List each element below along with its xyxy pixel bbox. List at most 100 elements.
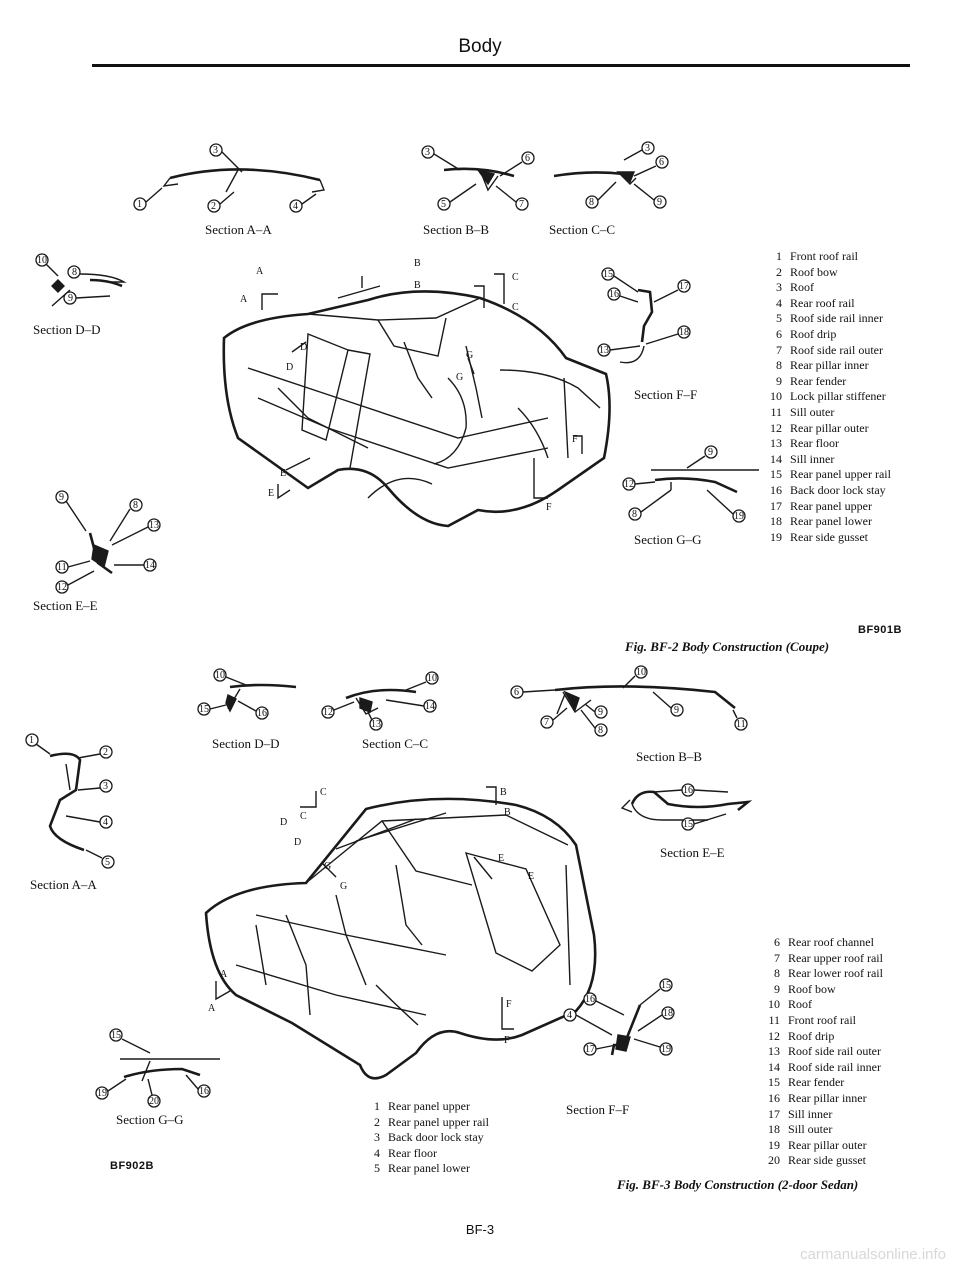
legend-item-number: 10 xyxy=(770,389,782,404)
svg-text:19: 19 xyxy=(734,511,744,522)
legend-item: 18 Sill outer xyxy=(758,1122,883,1138)
svg-text:G: G xyxy=(324,861,331,872)
svg-text:D: D xyxy=(286,362,293,373)
svg-text:C: C xyxy=(512,272,519,283)
coupe-section-dd-sketch: 10 8 9 xyxy=(35,253,127,307)
svg-text:B: B xyxy=(414,280,421,291)
legend-item-number: 18 xyxy=(770,514,782,529)
legend-item-number: 9 xyxy=(776,373,782,388)
coupe-section-bb-label: Section B–B xyxy=(423,222,490,237)
svg-text:7: 7 xyxy=(519,199,524,210)
svg-text:12: 12 xyxy=(57,582,67,593)
legend-item-text: Sill inner xyxy=(788,1106,833,1121)
svg-text:B: B xyxy=(500,787,507,798)
legend-item-number: 17 xyxy=(768,1106,780,1121)
svg-text:F: F xyxy=(546,502,552,513)
svg-text:11: 11 xyxy=(57,562,67,573)
svg-text:16: 16 xyxy=(683,785,693,796)
sedan-section-bb-sketch: 10 6 7 9 8 9 11 xyxy=(510,665,748,737)
legend-item-text: Roof side rail outer xyxy=(790,342,883,357)
svg-text:14: 14 xyxy=(425,701,435,712)
sedan-section-cc-sketch: 10 12 14 13 xyxy=(321,671,439,731)
svg-text:C: C xyxy=(320,787,327,798)
legend-item-number: 8 xyxy=(774,966,780,981)
legend-item-text: Sill outer xyxy=(788,1122,833,1137)
legend-item-text: Roof bow xyxy=(790,264,838,279)
coupe-section-ff-sketch: 15 16 17 13 18 xyxy=(597,267,691,364)
legend-item-text: Rear pillar outer xyxy=(790,420,869,435)
legend-item-text: Roof side rail outer xyxy=(788,1044,881,1059)
svg-text:E: E xyxy=(528,871,534,882)
svg-text:E: E xyxy=(498,853,504,864)
sedan-figure-code: BF902B xyxy=(110,1160,154,1172)
legend-item-text: Roof xyxy=(790,280,814,295)
legend-item: 9 Rear fender xyxy=(760,374,891,390)
sedan-section-ff-label: Section F–F xyxy=(566,1102,630,1117)
sedan-section-ee-label: Section E–E xyxy=(660,845,725,860)
legend-item-number: 14 xyxy=(768,1059,780,1074)
legend-item-text: Sill inner xyxy=(790,451,835,466)
svg-text:8: 8 xyxy=(632,509,637,520)
legend-item-text: Sill outer xyxy=(790,404,835,419)
legend-item-number: 18 xyxy=(768,1122,780,1137)
legend-item-number: 5 xyxy=(776,311,782,326)
svg-text:20: 20 xyxy=(149,1096,159,1107)
legend-item-number: 7 xyxy=(776,342,782,357)
svg-text:3: 3 xyxy=(645,143,650,154)
legend-item-number: 16 xyxy=(768,1090,780,1105)
coupe-section-bb-sketch: 3 6 5 7 xyxy=(421,145,535,211)
svg-text:4: 4 xyxy=(103,817,108,828)
svg-text:15: 15 xyxy=(683,819,693,830)
coupe-figure-caption: Fig. BF-2 Body Construction (Coupe) xyxy=(625,639,830,654)
svg-text:16: 16 xyxy=(199,1086,209,1097)
legend-item-text: Roof side rail inner xyxy=(788,1059,881,1074)
sedan-section-dd-sketch: 10 15 16 xyxy=(197,668,297,720)
svg-text:1: 1 xyxy=(137,199,142,210)
sedan-figure-caption: Fig. BF-3 Body Construction (2-door Seda… xyxy=(617,1177,859,1192)
svg-text:A: A xyxy=(220,969,228,980)
svg-text:4: 4 xyxy=(567,1010,572,1021)
svg-text:B: B xyxy=(414,258,421,269)
svg-text:F: F xyxy=(572,434,578,445)
legend-item-text: Roof drip xyxy=(788,1028,835,1043)
svg-text:16: 16 xyxy=(609,289,619,300)
svg-text:F: F xyxy=(506,999,512,1010)
legend-item-number: 4 xyxy=(776,295,782,310)
legend-item-number: 9 xyxy=(774,981,780,996)
coupe-section-ee-label: Section E–E xyxy=(33,598,98,613)
svg-text:C: C xyxy=(512,302,519,313)
svg-text:G: G xyxy=(456,372,463,383)
sedan-section-ee-sketch: 16 15 xyxy=(620,783,753,831)
legend-item-text: Rear pillar outer xyxy=(788,1137,867,1152)
legend-item-text: Rear roof channel xyxy=(788,935,874,949)
legend-item-number: 3 xyxy=(374,1130,380,1145)
svg-text:1: 1 xyxy=(29,735,34,746)
legend-item-text: Rear panel upper rail xyxy=(790,467,891,482)
svg-text:19: 19 xyxy=(97,1088,107,1099)
coupe-section-cc-label: Section C–C xyxy=(549,222,616,237)
svg-text:16: 16 xyxy=(585,994,595,1005)
svg-text:19: 19 xyxy=(661,1044,671,1055)
legend-item-number: 17 xyxy=(770,498,782,513)
legend-item-number: 19 xyxy=(770,529,782,544)
legend-item-text: Roof xyxy=(788,997,812,1012)
legend-item-text: Rear fender xyxy=(790,373,847,388)
svg-text:D: D xyxy=(280,817,287,828)
svg-text:16: 16 xyxy=(257,708,267,719)
legend-item-number: 16 xyxy=(770,482,782,497)
